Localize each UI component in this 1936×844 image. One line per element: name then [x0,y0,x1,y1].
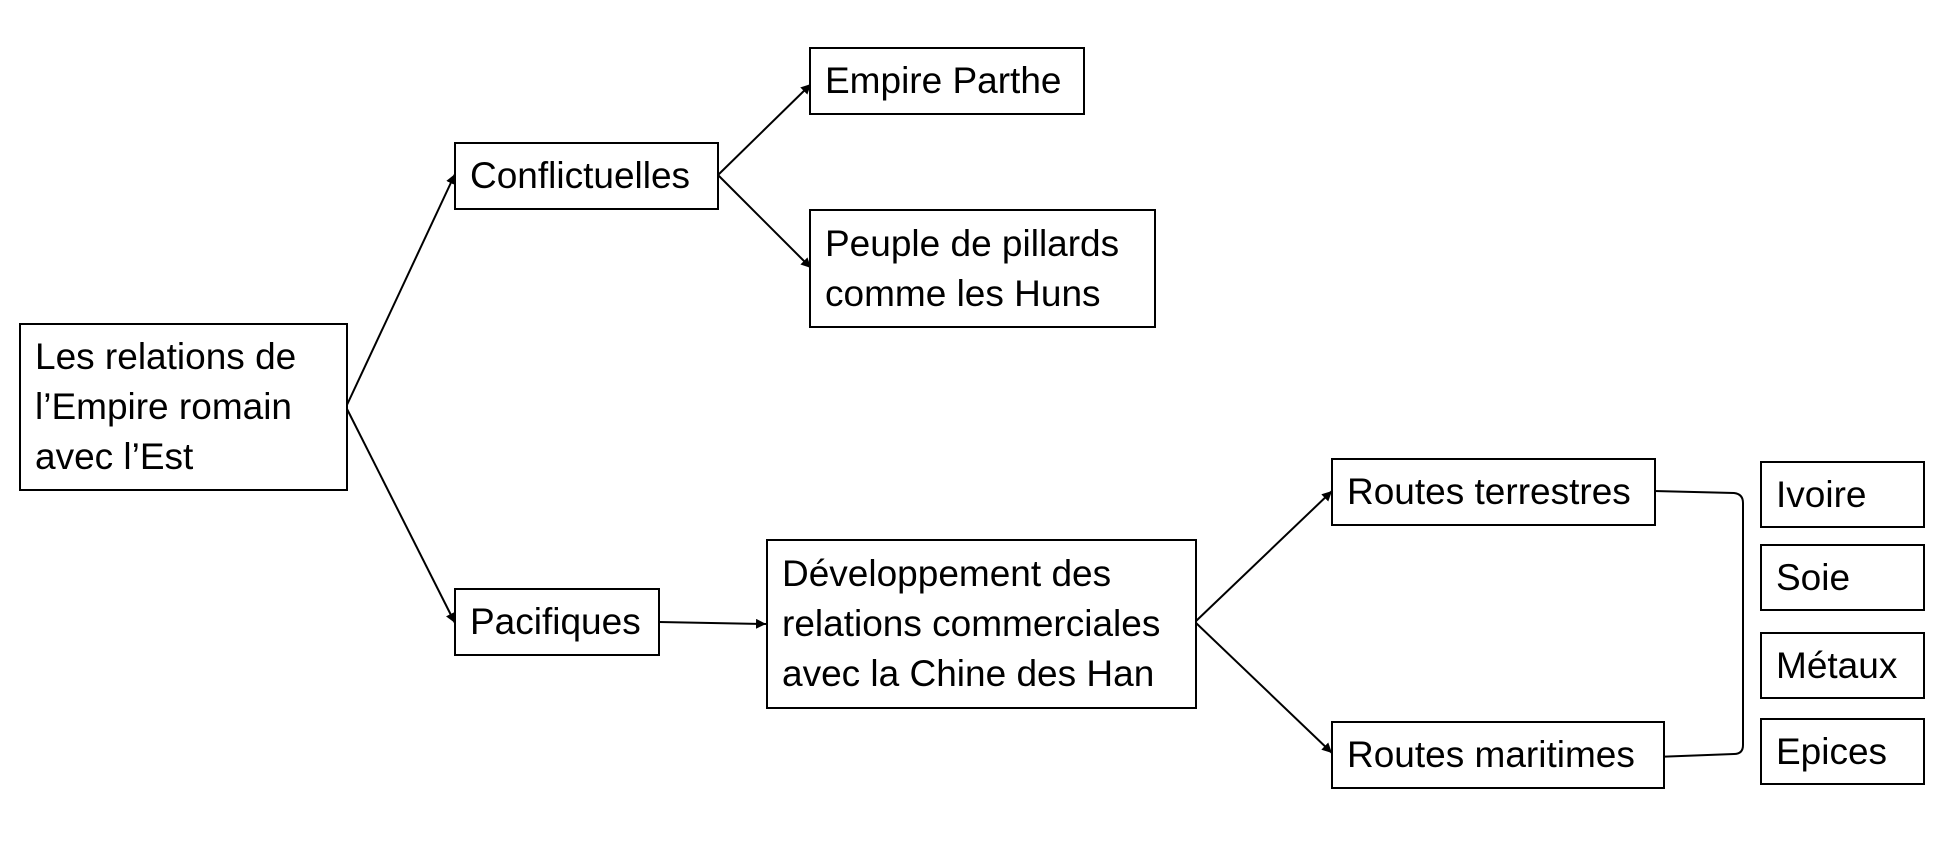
goods-label-ivoire: Ivoire [1776,473,1867,515]
pillards-line-1: Peuple de pillards [825,222,1120,264]
arrow-developpement-to-terrestres [1194,490,1333,623]
pacifiques-label: Pacifiques [470,601,641,642]
goods-item-ivoire: Ivoire [1760,461,1925,528]
developpement-line-2: relations commerciales [782,603,1161,644]
routes-maritimes-node: Routes maritimes [1331,721,1665,789]
goods-item-soie: Soie [1760,544,1925,611]
developpement-line-1: Développement des [782,553,1112,594]
root-node: Les relations de l’Empire romain avec l’… [19,323,348,491]
routes-terrestres-label: Routes terrestres [1347,471,1631,512]
developpement-node: Développement des relations commerciales… [766,539,1197,709]
arrow-root-to-conflictuelles [345,173,456,408]
arrow-developpement-to-maritimes [1194,621,1333,754]
pillards-line-2: comme les Huns [825,272,1101,314]
pacifiques-node: Pacifiques [454,588,660,656]
empire-parthe-node: Empire Parthe [809,47,1085,115]
developpement-line-3: avec la Chine des Han [782,653,1155,694]
root-line-1: Les relations de [35,336,297,377]
conflictuelles-node: Conflictuelles [454,142,719,210]
arrow-conflictuelles-to-empire-parthe [717,83,812,176]
pillards-node: Peuple de pillards comme les Huns [809,209,1156,328]
empire-parthe-label: Empire Parthe [825,60,1062,101]
goods-label-metaux: Métaux [1776,644,1898,686]
goods-label-soie: Soie [1776,556,1851,598]
arrow-root-to-pacifiques [345,406,456,624]
bracket-routes-to-goods [1653,490,1744,758]
arrow-conflictuelles-to-pillards [717,174,812,269]
root-line-2: l’Empire romain [35,386,293,427]
conflictuelles-label: Conflictuelles [470,155,691,196]
routes-terrestres-node: Routes terrestres [1331,458,1656,526]
goods-item-metaux: Métaux [1760,632,1925,699]
arrow-pacifiques-to-developpement [658,618,767,629]
goods-label-epices: Epices [1776,730,1888,772]
goods-item-epices: Epices [1760,718,1925,785]
routes-maritimes-label: Routes maritimes [1347,734,1635,775]
root-line-3: avec l’Est [35,436,194,477]
